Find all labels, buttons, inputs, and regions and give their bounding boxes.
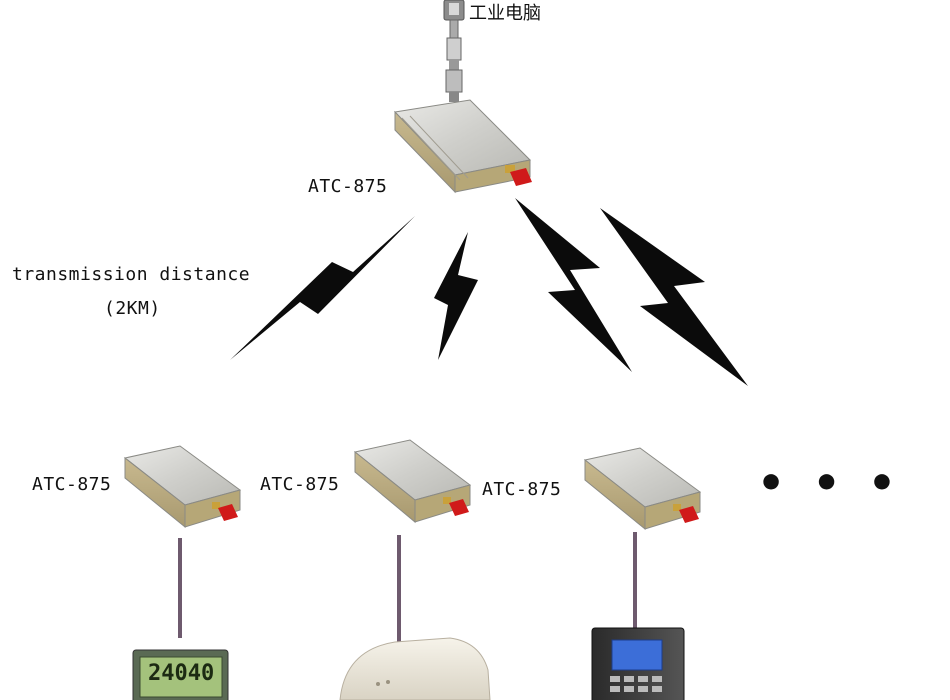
node-radio-module-1 <box>123 445 242 529</box>
energy-meter-device <box>132 649 229 700</box>
wireless-signal-icon <box>230 198 748 386</box>
node-radio-module-2 <box>353 439 472 524</box>
transmission-label: transmission distance <box>12 264 251 285</box>
usb-connector-icon <box>443 0 465 102</box>
node-3-label: ATC-875 <box>482 479 562 500</box>
meter-display: 24040 <box>148 661 215 686</box>
top-module-label: ATC-875 <box>308 176 388 197</box>
node-2-label: ATC-875 <box>260 474 340 495</box>
computer-label: 工业电脑 <box>469 3 541 24</box>
ellipsis-more-nodes: • • • <box>757 458 903 509</box>
node-1-label: ATC-875 <box>32 474 112 495</box>
access-terminal-device <box>591 627 685 700</box>
cable-lines <box>178 532 637 645</box>
card-reader-device <box>339 637 491 700</box>
node-radio-module-3 <box>583 447 702 531</box>
top-radio-module <box>393 99 532 194</box>
distance-label: (2KM) <box>104 298 161 319</box>
